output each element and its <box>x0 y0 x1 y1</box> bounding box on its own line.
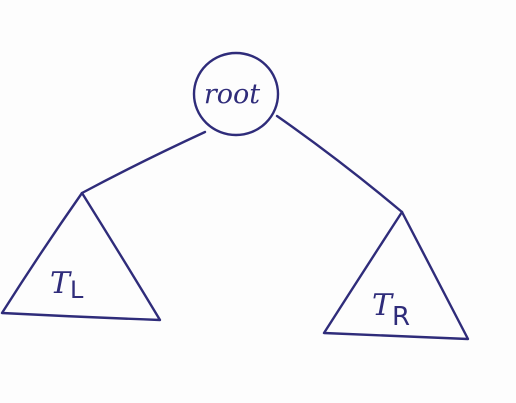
root-label: root <box>204 79 260 110</box>
left-subtree: TL <box>0 191 162 322</box>
left-subtree-triangle <box>0 191 162 322</box>
right-subtree-label-sub: R <box>392 302 410 332</box>
right-subtree-label: TR <box>372 288 410 332</box>
right-subtree: TR <box>322 210 470 341</box>
edge-root-to-left <box>80 130 207 195</box>
left-subtree-label: TL <box>50 266 84 304</box>
root-node: root <box>192 51 280 137</box>
root-circle <box>192 51 280 137</box>
left-subtree-label-main: T <box>50 266 72 301</box>
right-subtree-triangle <box>322 210 470 341</box>
edge-root-to-right <box>275 114 404 214</box>
right-subtree-label-main: T <box>372 288 394 323</box>
left-subtree-label-sub: L <box>70 276 84 304</box>
